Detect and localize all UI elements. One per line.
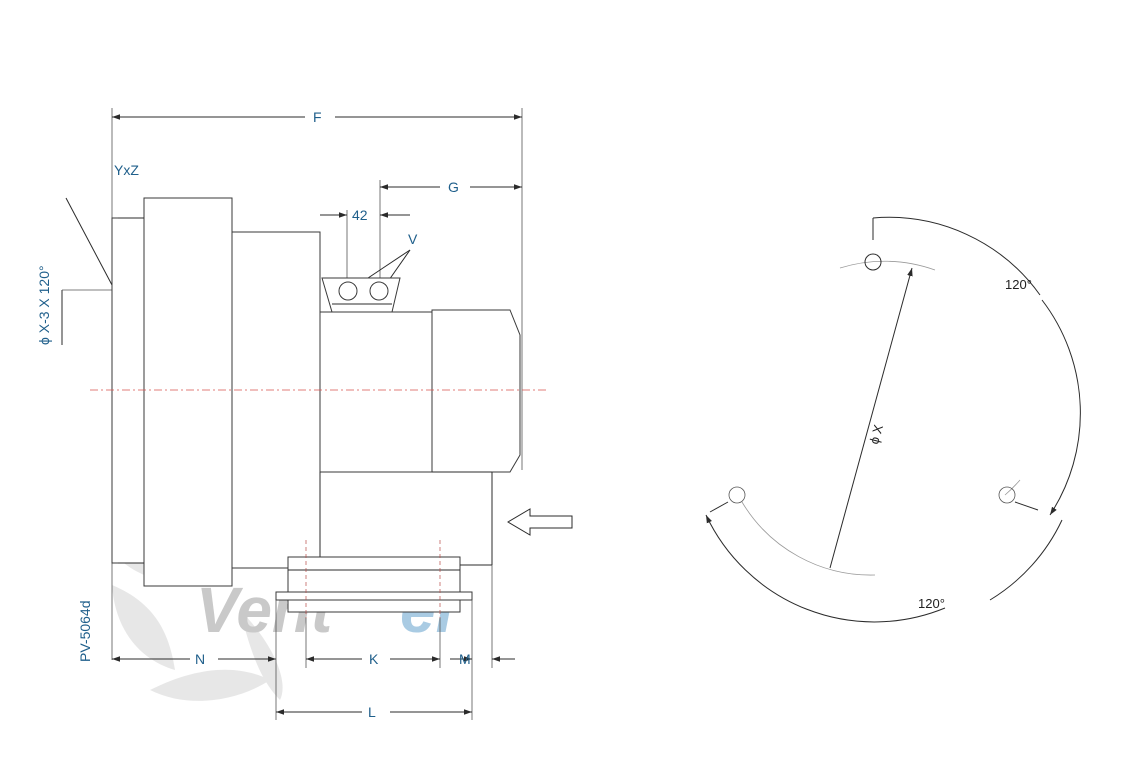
label-n: N	[195, 651, 205, 667]
label-yxz: YxZ	[114, 162, 139, 178]
dimension-l: L	[275, 600, 472, 720]
hole-top-icon	[864, 253, 882, 271]
hole-left-icon	[728, 486, 746, 504]
label-m: M	[459, 651, 471, 667]
port-2-icon	[369, 281, 389, 301]
label-42: 42	[352, 207, 368, 223]
flow-arrow-icon	[507, 508, 573, 536]
label-g: G	[448, 179, 459, 195]
dimension-m: M	[450, 565, 515, 720]
dimension-k: K	[305, 618, 441, 668]
hole-right-icon	[998, 486, 1016, 504]
port-1-icon	[338, 281, 358, 301]
label-f: F	[313, 109, 322, 125]
label-v: V	[408, 231, 418, 247]
flange-view: ϕ X 120° 120°	[705, 216, 1081, 623]
label-l: L	[368, 704, 376, 720]
dimension-g: G	[379, 179, 522, 280]
label-pcd: ϕ X	[866, 423, 886, 446]
yxz-leader	[65, 197, 113, 286]
dimension-42: 42	[320, 207, 410, 280]
label-angle-bottom: 120°	[918, 596, 945, 611]
label-hole-spec: ϕ X-3 X 120°	[36, 265, 52, 345]
drawing-code: PV-5064d	[77, 601, 93, 663]
label-k: K	[369, 651, 379, 667]
blower-body	[111, 197, 521, 618]
label-angle-top: 120°	[1005, 277, 1032, 292]
dimension-n: N	[112, 651, 276, 667]
